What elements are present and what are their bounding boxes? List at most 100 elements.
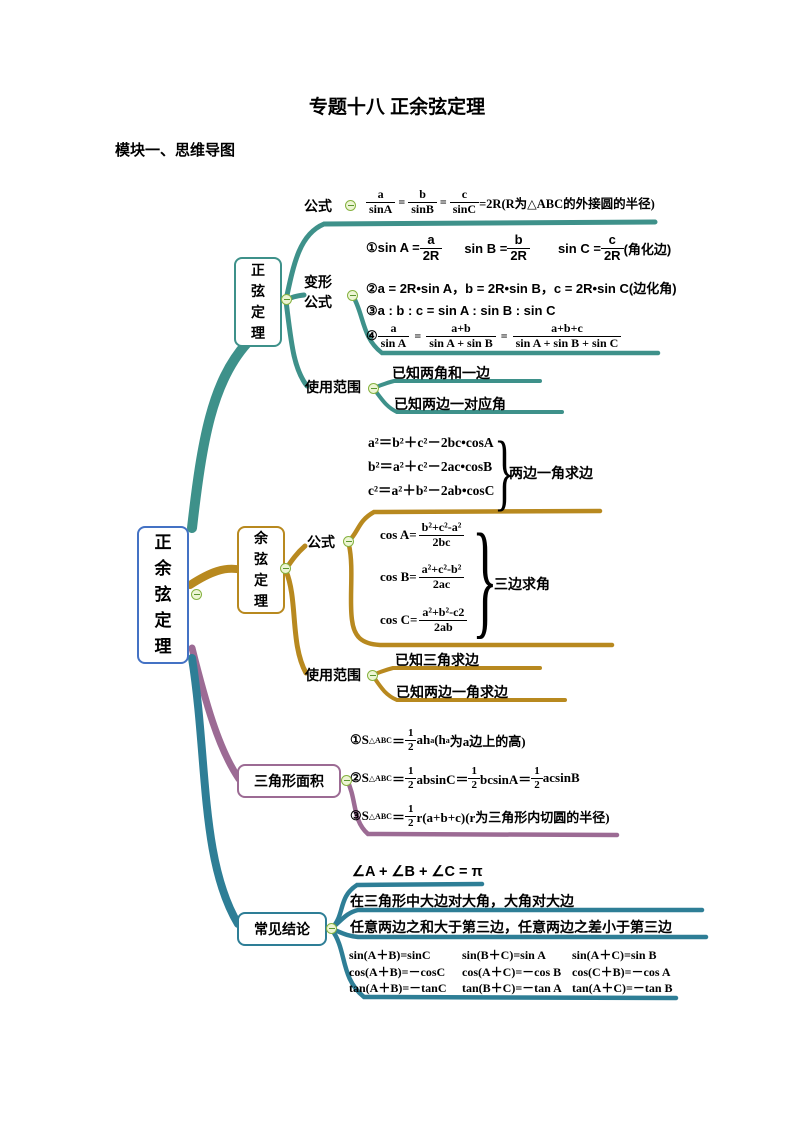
module-heading: 模块一、思维导图: [115, 142, 236, 159]
square-eq-2: b²＝a²＋c²－2ac•cosB: [368, 459, 493, 474]
squares-brace: }: [494, 423, 515, 519]
ratios-brace: }: [472, 508, 498, 650]
edge-ratios-underline: [346, 542, 615, 648]
side-angle-rule: 在三角形中大边对大角，大角对大边: [350, 893, 574, 909]
equals-sign: =: [439, 194, 447, 209]
cosine-usage-item-2: 已知两边一角求边: [396, 684, 508, 700]
area1-paren: (h: [434, 732, 446, 748]
angle-sum-rule: ∠A + ∠B + ∠C = π: [352, 864, 483, 880]
item-number: ①: [350, 732, 362, 748]
root-node: 正余弦定理: [137, 526, 189, 664]
area2-term1: absinC＝: [416, 771, 469, 787]
area-node-label: 三角形面积: [254, 773, 324, 789]
cosA-pre: cos A=: [380, 527, 417, 543]
edge-sine-to-usage: [283, 298, 310, 389]
area-symbol: S: [361, 808, 369, 824]
sine-formula-collapse-icon: [345, 200, 356, 211]
triangle-inequality-rule: 任意两边之和大于第三边，任意两边之差小于第三边: [350, 919, 672, 935]
equals-sign: ＝: [391, 771, 405, 787]
identity-cell: cos(A＋B)=－cosC: [349, 964, 446, 979]
root-collapse-icon: [191, 589, 202, 600]
identity-cell: tan(A＋B)=－tanC: [349, 981, 447, 995]
ratios-brace-label: 三边求角: [494, 576, 550, 592]
area-subscript: △ABC: [368, 812, 392, 822]
equals-sign: ＝: [391, 733, 405, 749]
area3-note: r(a+b+c)(r为三角形内切圆的半径): [416, 809, 610, 825]
squares-brace-label: 两边一角求边: [509, 465, 593, 481]
area1-term: ah: [416, 732, 431, 748]
cosine-formula-label: 公式: [307, 534, 335, 550]
cosine-node: 余弦定理: [237, 526, 285, 614]
variant4-pre: ④: [366, 328, 378, 344]
variant1-pre: ①sin A =: [366, 240, 420, 256]
identity-cell: tan(A＋C)=－tan B: [572, 981, 673, 995]
identity-cell: tan(B＋C)=－tan A: [462, 981, 562, 995]
edge-cosine-to-usage: [283, 568, 309, 676]
sine-usage-item-1: 已知两角和一边: [392, 365, 490, 381]
equals-sign: =: [414, 328, 422, 343]
area-subscript: △ABC: [368, 736, 392, 746]
area-collapse-icon: [341, 775, 352, 786]
area-subscript: △ABC: [368, 774, 392, 784]
identity-cell: cos(C＋B)=－cos A: [572, 964, 671, 979]
edge-sine-to-formula-underline: [283, 219, 658, 303]
edge-area-underline: [344, 777, 620, 838]
height-subscript: a: [445, 735, 450, 745]
cosine-node-label: 余弦定理: [254, 530, 268, 609]
height-subscript: a: [430, 735, 435, 745]
area2-term3: acsinB: [542, 770, 580, 786]
cosine-square-equations: a²＝b²＋c²－2bc•cosA b²＝a²＋c²－2ac•cosB c²＝a…: [368, 431, 494, 503]
sine-variants-collapse-icon: [347, 290, 358, 301]
sine-usage-label: 使用范围: [305, 379, 361, 395]
page-title: 专题十八 正余弦定理: [308, 97, 486, 118]
root-node-label: 正余弦定理: [154, 533, 172, 656]
equals-sign: =: [398, 194, 406, 209]
cosine-usage-label: 使用范围: [305, 667, 361, 683]
cosC-pre: cos C=: [380, 612, 418, 628]
edge-root-to-sine: [187, 338, 252, 533]
identity-cell: cos(A＋C)=－cos B: [462, 964, 562, 979]
conclusions-collapse-icon: [326, 923, 337, 934]
edge-root-to-cosine: [186, 564, 246, 589]
area1-note: 为a边上的高): [449, 733, 526, 749]
variant1-mid1: sin B =: [464, 240, 508, 256]
variant-item-3: ③a : b : c = sin A : sin B : sin C: [366, 303, 556, 318]
area-node: 三角形面积: [237, 764, 341, 798]
sine-collapse-icon: [281, 294, 292, 305]
area-symbol: S: [361, 770, 369, 786]
identity-cell: sin(B＋C)=sin A: [462, 948, 546, 962]
sine-usage-collapse-icon: [368, 383, 379, 394]
equals-sign: =: [500, 328, 508, 343]
identity-cell: sin(A＋B)=sinC: [349, 948, 431, 962]
edge-conclusion-table: [329, 927, 679, 1001]
square-eq-1: a²＝b²＋c²－2bc•cosA: [368, 435, 494, 450]
square-eq-3: c²＝a²＋b²－2ab•cosC: [368, 483, 495, 498]
sine-usage-item-2: 已知两边一对应角: [394, 396, 506, 412]
area2-term2: bcsinA＝: [479, 771, 532, 787]
variant1-mid2: sin C =: [557, 240, 601, 256]
edge-root-to-conclusions: [188, 654, 242, 928]
sine-law-tail: =2R(R为△ABC的外接圆的半径): [479, 196, 655, 211]
area-symbol: S: [361, 732, 369, 748]
